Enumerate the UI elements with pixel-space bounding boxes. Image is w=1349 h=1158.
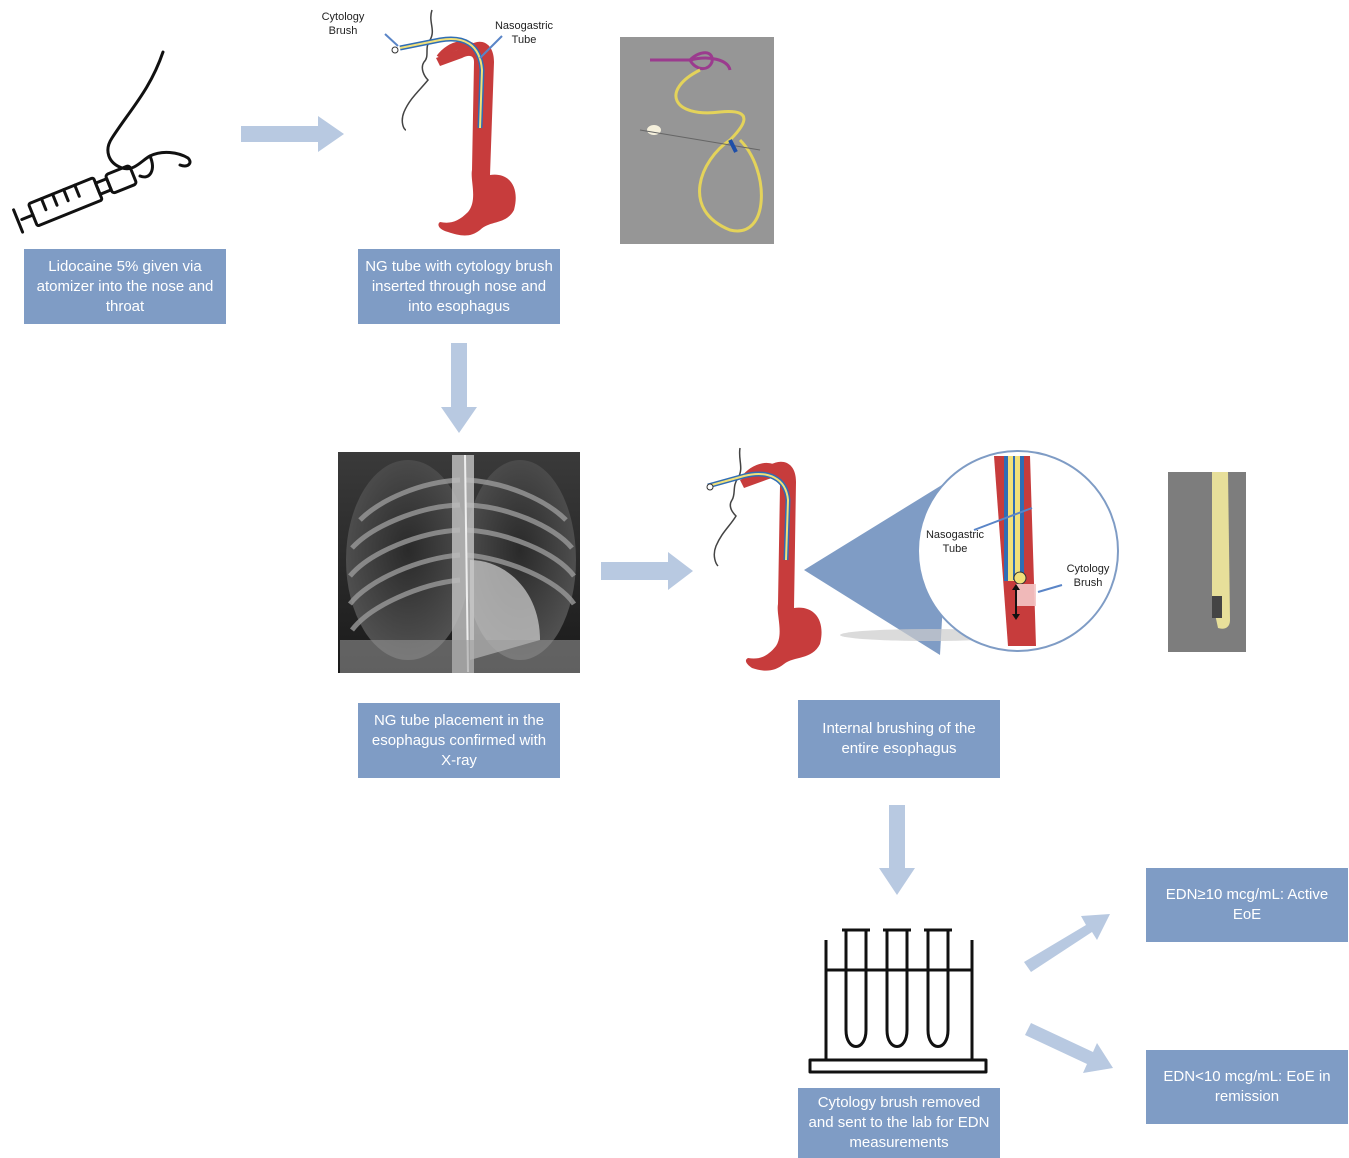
result-active-text: EDN≥10 mcg/mL: Active EoE (1152, 885, 1342, 925)
arrow-down-2 (879, 805, 915, 895)
cytology-brush-label-top-2: Brush (329, 25, 358, 37)
arrow-up-right (1024, 914, 1110, 972)
result-active-box: EDN≥10 mcg/mL: Active EoE (1146, 868, 1348, 942)
cytology-brush-label-zoom-2: Brush (1074, 577, 1103, 589)
nose-atomizer-icon (14, 52, 190, 232)
tube-brush-photo (620, 37, 774, 244)
step-ng-insert-text: NG tube with cytology brush inserted thr… (364, 257, 554, 317)
ng-tube-zoom-illustration (707, 448, 1118, 671)
test-tube-rack-icon (810, 930, 986, 1072)
cytology-brush-label-top: Cytology (322, 11, 365, 23)
ng-tube-label-top-2: Tube (512, 34, 537, 46)
step-lidocaine-box: Lidocaine 5% given via atomizer into the… (24, 249, 226, 324)
step-xray-text: NG tube placement in the esophagus confi… (364, 711, 554, 771)
ng-tube-label-top: Nasogastric (495, 20, 554, 32)
ng-tube-label-zoom: Nasogastric (926, 529, 985, 541)
arrow-right-1 (241, 116, 344, 152)
brush-tip-photo (1168, 472, 1246, 652)
result-remission-text: EDN<10 mcg/mL: EoE in remission (1152, 1067, 1342, 1107)
cytology-brush-label-zoom: Cytology (1067, 563, 1110, 575)
ng-tube-head-illustration (385, 10, 516, 236)
step-brushing-text: Internal brushing of the entire esophagu… (804, 719, 994, 759)
step-brushing-box: Internal brushing of the entire esophagu… (798, 700, 1000, 778)
arrow-down-right (1025, 1023, 1113, 1073)
step-lidocaine-text: Lidocaine 5% given via atomizer into the… (30, 257, 220, 317)
step-ng-insert-box: NG tube with cytology brush inserted thr… (358, 249, 560, 324)
step-lab-text: Cytology brush removed and sent to the l… (804, 1093, 994, 1153)
arrow-down-1 (441, 343, 477, 433)
chest-xray-image (338, 452, 580, 673)
arrow-right-2 (601, 552, 693, 590)
ng-tube-label-zoom-2: Tube (943, 543, 968, 555)
result-remission-box: EDN<10 mcg/mL: EoE in remission (1146, 1050, 1348, 1124)
step-lab-box: Cytology brush removed and sent to the l… (798, 1088, 1000, 1158)
step-xray-box: NG tube placement in the esophagus confi… (358, 703, 560, 778)
